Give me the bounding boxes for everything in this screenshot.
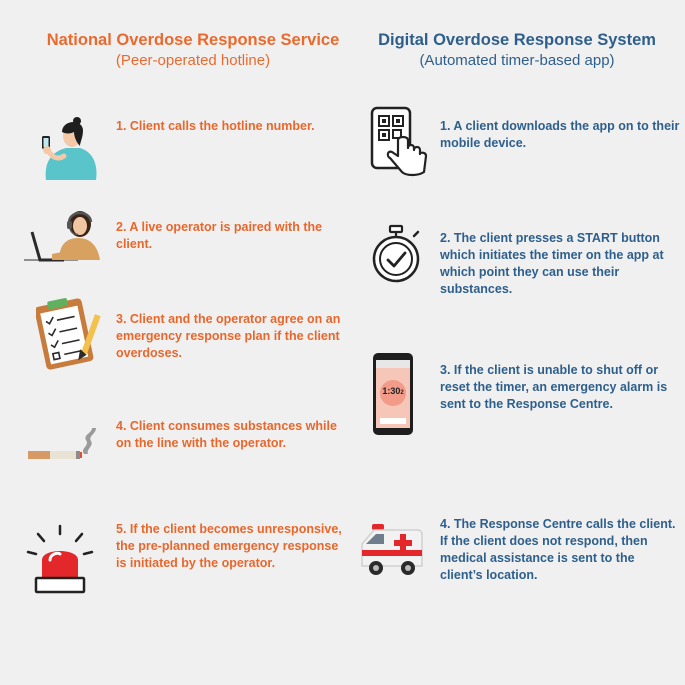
left-step-2: 2. A live operator is paired with the cl…	[116, 220, 323, 251]
left-step-3: 3. Client and the operator agree on an e…	[116, 312, 341, 360]
left-column-title: National Overdose Response Service	[46, 31, 340, 49]
phone-timer-value: 1:30	[382, 386, 401, 396]
right-step-3: 3. If the client is unable to shut off o…	[440, 363, 668, 411]
siren-alarm-icon	[26, 524, 94, 594]
right-step-1: 1. A client downloads the app on to thei…	[440, 119, 680, 150]
phone-timer-suffix: 2	[400, 390, 404, 396]
left-column-header: National Overdose Response Service (Peer…	[18, 30, 368, 71]
phone-caller-icon	[42, 117, 97, 180]
left-step-5: 5. If the client becomes unresponsive, t…	[116, 522, 342, 570]
left-step-4: 4. Client consumes substances while on t…	[116, 419, 337, 450]
stopwatch-icon	[372, 224, 420, 283]
phone-body-icon	[373, 353, 413, 435]
right-column-subtitle: (Automated timer-based app)	[419, 52, 615, 69]
cigarette-smoke-icon	[28, 428, 96, 459]
phone-timer-display: 1:302	[381, 386, 405, 396]
right-column-title: Digital Overdose Response System	[378, 31, 656, 49]
right-column-header: Digital Overdose Response System (Automa…	[362, 30, 672, 71]
tapping-phone-icon	[370, 106, 428, 177]
timer-app-phone-icon: 1:302	[372, 352, 414, 436]
operator-headset-icon	[24, 211, 100, 262]
left-column-subtitle: (Peer-operated hotline)	[115, 52, 271, 69]
left-step-1: 1. Client calls the hotline number.	[116, 119, 315, 133]
right-step-2: 2. The client presses a START button whi…	[440, 231, 664, 296]
right-step-4: 4. The Response Centre calls the client.…	[440, 517, 676, 582]
ambulance-icon	[361, 524, 423, 575]
clipboard-checklist-icon	[36, 298, 101, 370]
